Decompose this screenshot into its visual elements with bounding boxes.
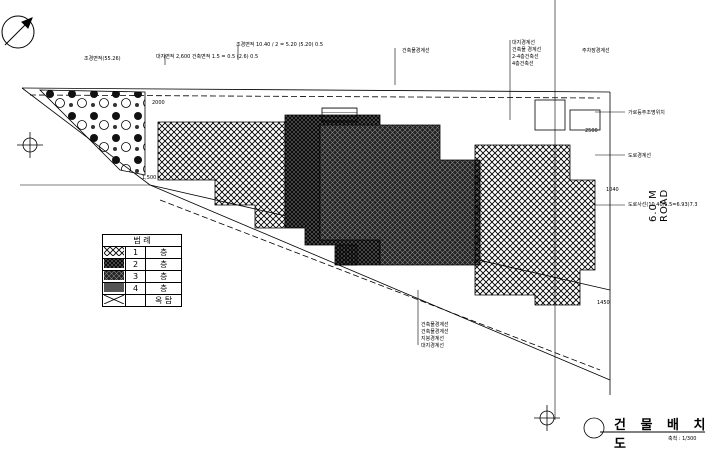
annotation-building-line: 건축물경계선 xyxy=(402,48,430,54)
north-arrow-icon xyxy=(1,15,35,49)
dimension-3: 2500 xyxy=(585,128,598,134)
annotation-bottom-2: 건축물경계선 xyxy=(421,329,449,335)
dimension-2: 1,500 xyxy=(142,175,157,181)
annotation-top-right-4: 4층건축선 xyxy=(512,61,534,67)
rooftop-strip-bottom xyxy=(336,244,358,266)
section-marker-icon xyxy=(17,132,605,439)
annotation-top-right-1: 대지경계선 xyxy=(512,40,536,46)
leader-lines xyxy=(20,0,625,420)
legend-num-2: 2 xyxy=(124,258,147,271)
legend-swatch-1 xyxy=(102,246,126,259)
annotation-bottom-3: 지붕경계선 xyxy=(421,336,445,342)
legend-row-3: 3 층 xyxy=(102,270,182,283)
legend-label-3: 층 xyxy=(145,270,182,283)
legend-title: 범 례 xyxy=(102,234,182,247)
legend-num-1: 1 xyxy=(124,246,147,259)
legend-label-5: 옥 탑 xyxy=(145,294,182,307)
annotation-right-1: 가로등주조명위치 xyxy=(628,110,665,116)
legend-swatch-2 xyxy=(102,258,126,271)
legend-num-5 xyxy=(124,294,147,307)
legend-num-3: 3 xyxy=(124,270,147,283)
rooftop-strip-top xyxy=(321,107,358,123)
annotation-right-3: 도로사선(10.40/1.5=6.93)7.3 xyxy=(628,202,698,208)
legend-row-4: 4 층 xyxy=(102,282,182,295)
legend-swatch-4 xyxy=(102,282,126,295)
legend-swatch-5 xyxy=(102,294,126,307)
annotation-right-2: 도로경계선 xyxy=(628,153,652,159)
annotation-bottom-4: 대지경계선 xyxy=(421,343,445,349)
annotation-landscape: 조경면적(55.26) xyxy=(84,56,121,62)
east-stair-block xyxy=(534,99,566,131)
annotation-top-right-2: 건축물 경계선 xyxy=(512,47,542,53)
legend-label-4: 층 xyxy=(145,282,182,295)
legend-label-2: 층 xyxy=(145,258,182,271)
legend-swatch-3 xyxy=(102,270,126,283)
legend-row-1: 1 층 xyxy=(102,246,182,259)
drawing-title: 건 물 배 치 도 xyxy=(614,418,711,452)
legend-table: 범 례 1 층 2 층 3 층 4 층 옥 탑 xyxy=(102,234,182,307)
floor-1-east-block xyxy=(474,144,596,306)
road-label: 6.0 M ROAD xyxy=(648,188,670,222)
annotation-bottom-1: 건축물경계선 xyxy=(421,322,449,328)
legend-row-2: 2 층 xyxy=(102,258,182,271)
landscape-area xyxy=(39,89,146,176)
annotation-top-far-right: 주차장경계선 xyxy=(582,48,610,54)
legend-label-1: 층 xyxy=(145,246,182,259)
floor-1-footprint xyxy=(157,121,286,229)
annotation-top-right-3: 2-4층건축선 xyxy=(512,54,539,60)
annotation-top-center: 조경면적 10.40 / 2 = 5.20 (5.20) 0.5 xyxy=(236,42,324,48)
annotation-top-left-mid: 대지면적 2,600 건축면적 1.5 = 0.5 (2.6) 0.5 xyxy=(156,54,259,60)
legend-row-5: 옥 탑 xyxy=(102,294,182,307)
drawing-scale: 축척 : 1/300 xyxy=(668,436,697,442)
dimension-1: 2000 xyxy=(152,100,165,106)
parking-block xyxy=(569,109,601,131)
legend-num-4: 4 xyxy=(124,282,147,295)
dimension-4: 1040 xyxy=(606,187,619,193)
dimension-5: 1450 xyxy=(597,300,610,306)
